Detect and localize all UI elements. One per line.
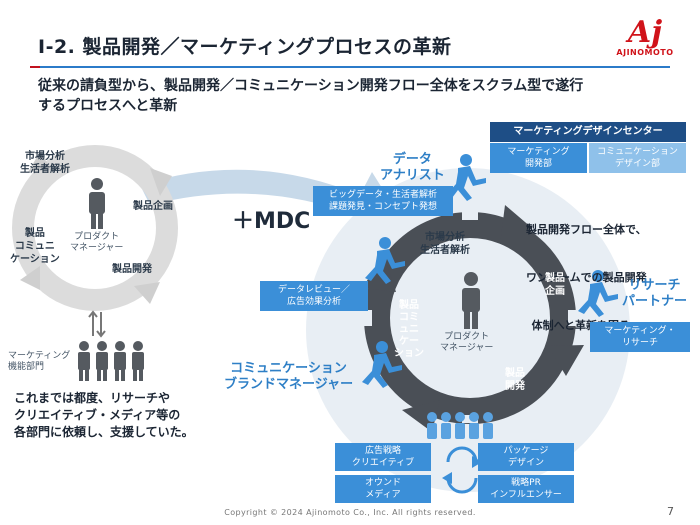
updown-arrows-icon bbox=[88, 310, 106, 338]
description-line-1: 製品開発フロー全体で、 bbox=[526, 223, 647, 236]
right-label-pm: プロダクト マネージャー bbox=[440, 332, 494, 353]
left-label-planning: 製品企画 bbox=[133, 201, 173, 212]
left-label-market: 市場分析 生活者解析 bbox=[20, 151, 70, 175]
ajinomoto-logo: Aj AJINOMOTO bbox=[610, 15, 680, 58]
left-process-cycle bbox=[12, 145, 178, 311]
page-number: 7 bbox=[667, 505, 674, 518]
transition-arrow bbox=[140, 169, 405, 238]
slide-title: Ⅰ-2. 製品開発／マーケティングプロセスの革新 bbox=[38, 36, 452, 58]
subtitle-line-1: 従来の請負型から、製品開発／コミュニケーション開発フロー全体をスクラム型で遂行 bbox=[38, 78, 584, 94]
subtitle-line-2: するプロセスへと革新 bbox=[38, 98, 178, 114]
dept-design-box: コミュニケーション デザイン部 bbox=[589, 143, 686, 173]
right-label-communication: 製品 コミ ュニ ケー ション bbox=[394, 300, 424, 359]
left-label-communication: 製品 コミュニ ケーション bbox=[10, 228, 60, 265]
sync-arrow-head-2 bbox=[442, 472, 452, 484]
role-data-analyst: データ アナリスト bbox=[380, 152, 445, 183]
data-review-box: データレビュー／ 広告効果分析 bbox=[260, 281, 368, 311]
sync-arrow-head-1 bbox=[472, 456, 482, 468]
role-research-partner: リサーチ パートナー bbox=[622, 278, 688, 309]
mdc-label: ＋MDC bbox=[232, 209, 311, 234]
ad-strategy-box: 広告戦略 クリエイティブ bbox=[335, 443, 431, 471]
left-label-development: 製品開発 bbox=[112, 264, 152, 275]
left-note-line-3: 各部門に依頼し、支援していた。 bbox=[14, 425, 194, 439]
right-process-cycle bbox=[362, 205, 584, 432]
title-underline-accent bbox=[30, 66, 40, 68]
sync-cycle-icon bbox=[446, 446, 478, 494]
comm-manager-runner-icon bbox=[362, 341, 402, 388]
left-note-line-2: クリエイティブ・メディア等の bbox=[14, 408, 181, 422]
mdc-header: マーケティングデザインセンター bbox=[490, 122, 686, 142]
data-review-runner-icon bbox=[365, 237, 405, 284]
footer-copyright: Copyright © 2024 Ajinomoto Co., Inc. All… bbox=[224, 508, 476, 517]
left-label-team: マーケティング 機能部門 bbox=[8, 351, 71, 372]
description-line-2: ワンチームでの製品開発 bbox=[526, 271, 647, 284]
data-analyst-runner-icon bbox=[446, 154, 486, 201]
research-partner-runner-icon bbox=[578, 270, 618, 317]
package-design-box: パッケージ デザイン bbox=[478, 443, 574, 471]
owned-media-box: オウンド メディア bbox=[335, 475, 431, 503]
data-analyst-box: ビッグデータ・生活者解析 課題発見・コンセプト発想 bbox=[313, 186, 453, 216]
research-box: マーケティング・ リサーチ bbox=[590, 322, 690, 352]
left-label-pm: プロダクト マネージャー bbox=[70, 232, 124, 253]
title-underline bbox=[30, 66, 670, 68]
right-label-development: 製品 開発 bbox=[505, 368, 525, 392]
right-label-planning: 製品 企画 bbox=[545, 273, 565, 297]
logo-mark: Aj bbox=[627, 15, 663, 50]
left-note: これまでは都度、リサーチや クリエイティブ・メディア等の 各部門に依頼し、支援し… bbox=[14, 390, 194, 441]
creative-team-icon bbox=[427, 412, 493, 439]
logo-text: AJINOMOTO bbox=[616, 48, 674, 57]
right-label-market: 市場分析 生活者解析 bbox=[420, 232, 470, 256]
role-comm-brand-manager: コミュニケーション ブランドマネージャー bbox=[224, 361, 354, 392]
slide-subtitle: 従来の請負型から、製品開発／コミュニケーション開発フロー全体をスクラム型で遂行 … bbox=[38, 76, 658, 116]
pr-box: 戦略PR インフルエンサー bbox=[478, 475, 574, 503]
right-product-manager-icon bbox=[462, 272, 480, 329]
left-product-manager-icon bbox=[89, 178, 105, 229]
left-note-line-1: これまでは都度、リサーチや bbox=[14, 391, 171, 405]
marketing-team-icon bbox=[78, 341, 144, 381]
dept-dev-box: マーケティング 開発部 bbox=[490, 143, 587, 173]
